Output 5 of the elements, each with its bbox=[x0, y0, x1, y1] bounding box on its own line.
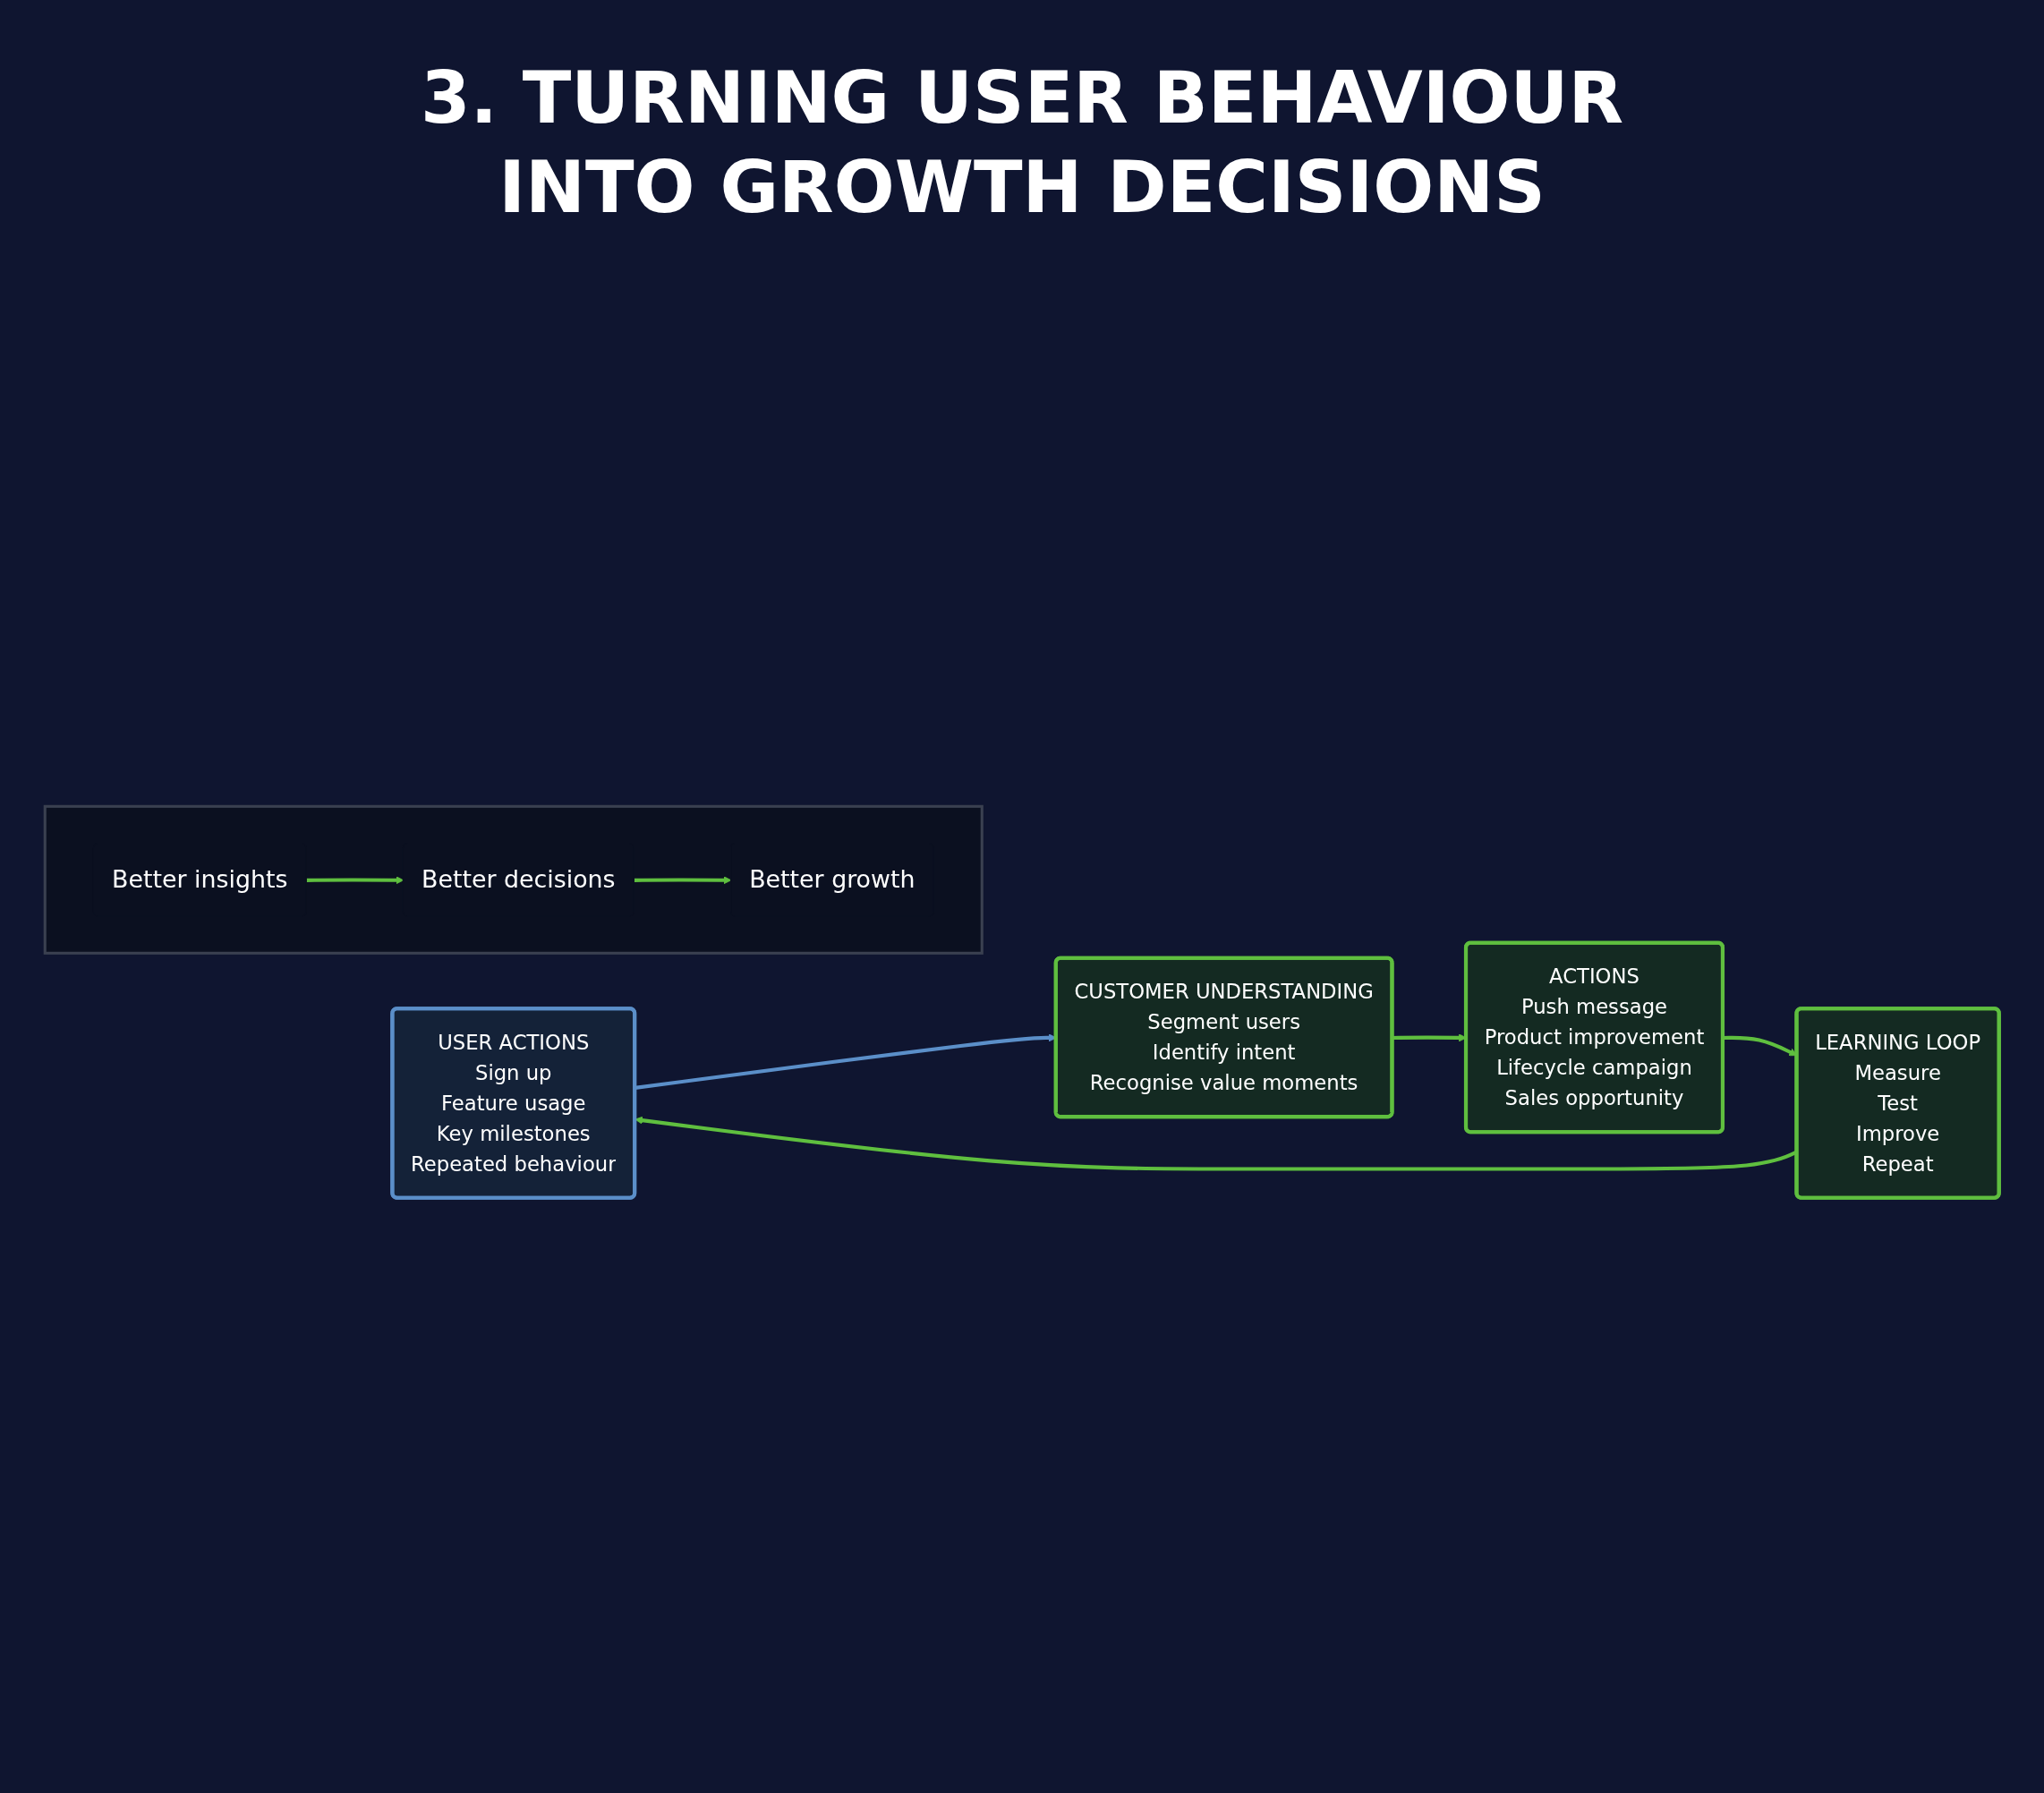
node-text: Better growth bbox=[749, 865, 916, 894]
node-text: Better decisions bbox=[422, 865, 616, 894]
title: 3. TURNING USER BEHAVIOUR INTO GROWTH DECISIONS bbox=[419, 55, 1625, 231]
node-text: Better insights bbox=[112, 865, 288, 894]
cluster bbox=[43, 804, 984, 955]
